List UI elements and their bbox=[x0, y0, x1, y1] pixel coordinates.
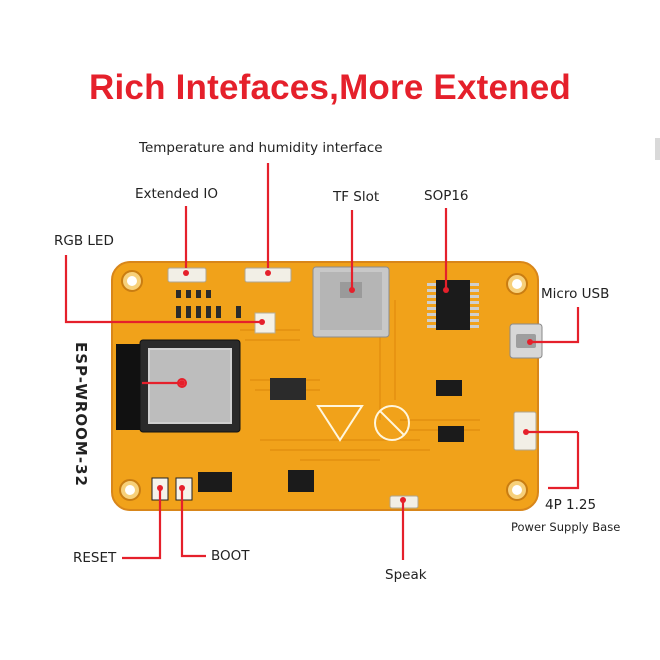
ic-chip-left bbox=[198, 472, 232, 492]
esp-wroom-32-module bbox=[116, 339, 241, 433]
label-rgb-led: RGB LED bbox=[54, 233, 114, 249]
ic-chip-middle bbox=[270, 378, 306, 400]
callout-micro-usb bbox=[530, 307, 580, 344]
label-tf-slot: TF Slot bbox=[333, 189, 380, 205]
resistor-row bbox=[176, 290, 241, 318]
label-boot: BOOT bbox=[211, 548, 250, 564]
callout-rgb-led bbox=[64, 255, 262, 324]
label-temp-humidity: Temperature and humidity interface bbox=[139, 140, 383, 156]
callout-lines bbox=[64, 163, 580, 560]
callout-dots bbox=[157, 270, 533, 503]
ic-chip-lower bbox=[288, 470, 314, 492]
recycle-logo-marking bbox=[316, 405, 410, 442]
sop16-chip bbox=[427, 280, 479, 330]
callout-power-base bbox=[548, 432, 580, 490]
pcb-board bbox=[111, 261, 539, 511]
label-micro-usb: Micro USB bbox=[541, 286, 610, 302]
label-reset: RESET bbox=[73, 550, 117, 566]
page-title: Rich Intefaces,More Extened bbox=[89, 68, 571, 107]
label-esp-module: ESP-WROOM-32 bbox=[72, 342, 90, 487]
label-power-base-line2: Power Supply Base bbox=[511, 520, 621, 534]
callout-reset bbox=[122, 488, 162, 560]
mounting-holes bbox=[119, 270, 528, 501]
label-extended-io: Extended IO bbox=[135, 186, 219, 202]
label-speak: Speak bbox=[385, 567, 427, 583]
label-sop16: SOP16 bbox=[424, 188, 469, 204]
callout-boot bbox=[180, 488, 206, 558]
edge-artifact bbox=[655, 138, 660, 160]
label-power-base-line1: 4P 1.25 bbox=[545, 497, 597, 513]
transistor-1 bbox=[436, 380, 462, 396]
transistor-2 bbox=[438, 426, 464, 442]
